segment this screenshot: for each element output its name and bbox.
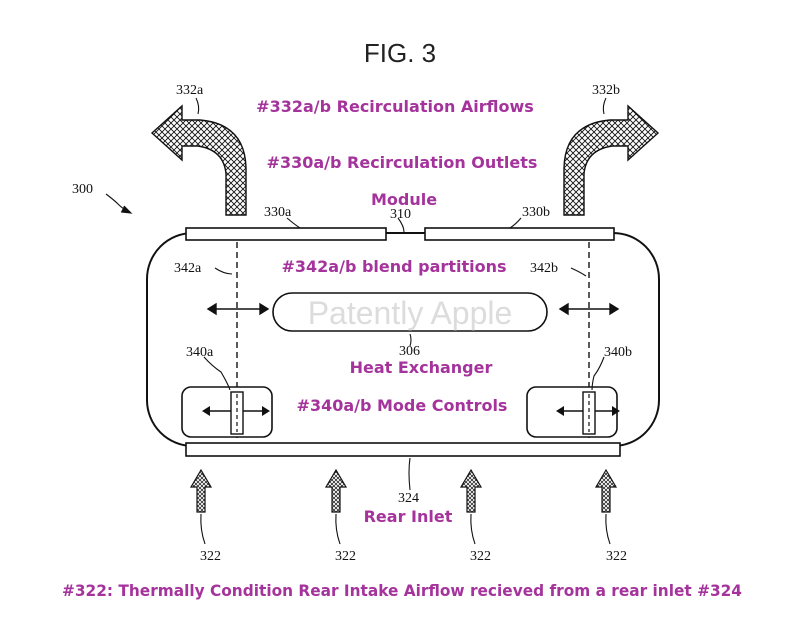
label-300: 300 bbox=[72, 182, 93, 197]
intake-arrow-322-3 bbox=[459, 468, 483, 513]
label-310: 310 bbox=[390, 207, 411, 222]
annotation-rear-inlet: Rear Inlet bbox=[364, 507, 453, 526]
partition-arrow-342a bbox=[206, 302, 270, 316]
intake-arrow-322-4 bbox=[594, 468, 618, 513]
label-306: 306 bbox=[399, 344, 420, 359]
label-322-1: 322 bbox=[200, 549, 221, 564]
label-340a: 340a bbox=[186, 345, 214, 360]
label-342a: 342a bbox=[174, 261, 202, 276]
mode-control-actuator-340b bbox=[556, 391, 620, 435]
annotation-recirculation-airflows: #332a/b Recirculation Airflows bbox=[256, 97, 534, 116]
rear-inlet-plate bbox=[185, 442, 621, 457]
label-322-3: 322 bbox=[470, 549, 491, 564]
label-330b: 330b bbox=[522, 205, 550, 220]
annotation-module: Module bbox=[371, 190, 437, 209]
label-332a: 332a bbox=[176, 83, 204, 98]
annotation-mode-controls: #340a/b Mode Controls bbox=[297, 396, 508, 415]
annotation-heat-exchanger: Heat Exchanger bbox=[350, 358, 493, 377]
figure-caption: #322: Thermally Condition Rear Intake Ai… bbox=[62, 581, 742, 600]
heat-exchanger-306 bbox=[272, 292, 548, 332]
mode-control-actuator-340a bbox=[202, 391, 270, 435]
annotation-recirculation-outlets: #330a/b Recirculation Outlets bbox=[267, 153, 538, 172]
intake-arrow-322-2 bbox=[324, 468, 348, 513]
leader-lines bbox=[105, 97, 611, 545]
watermark-text: Patently Apple bbox=[308, 295, 513, 331]
recirculation-airflow-arrow-332a bbox=[150, 104, 247, 216]
label-332b: 332b bbox=[592, 83, 620, 98]
outlet-plate-330b bbox=[424, 227, 615, 241]
label-324: 324 bbox=[398, 491, 419, 506]
label-322-2: 322 bbox=[335, 549, 356, 564]
label-322-4: 322 bbox=[606, 549, 627, 564]
label-330a: 330a bbox=[264, 205, 292, 220]
mode-control-340a bbox=[181, 386, 273, 438]
annotation-blend-partitions: #342a/b blend partitions bbox=[282, 257, 507, 276]
recirculation-airflow-arrow-332b bbox=[563, 104, 660, 216]
outlet-plate-330a bbox=[185, 227, 387, 241]
mode-control-340b bbox=[526, 386, 618, 438]
label-340b: 340b bbox=[604, 345, 632, 360]
figure-title: FIG. 3 bbox=[364, 38, 436, 68]
label-342b: 342b bbox=[530, 261, 558, 276]
intake-arrow-322-1 bbox=[189, 468, 213, 513]
partition-arrow-342b bbox=[558, 302, 620, 316]
